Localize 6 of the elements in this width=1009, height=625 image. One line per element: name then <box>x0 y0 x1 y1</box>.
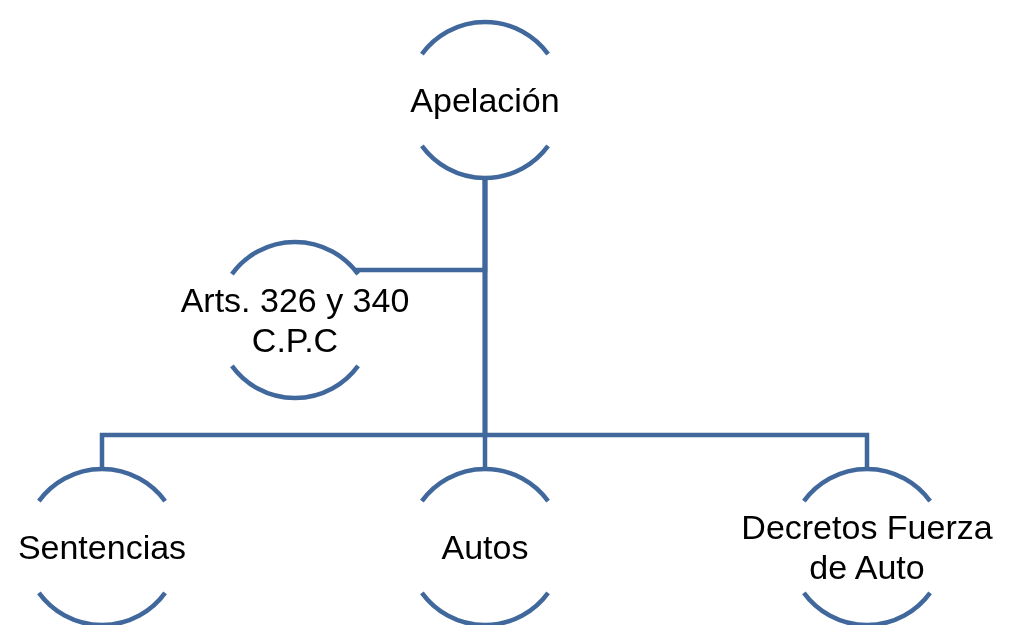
node-label: Sentencias <box>16 527 188 567</box>
connector-line <box>482 178 870 470</box>
node-label: Decretos Fuerza de Auto <box>740 507 994 587</box>
node-label: Arts. 326 y 340 C.P.C <box>179 280 411 360</box>
node-label: Autos <box>440 527 530 567</box>
node-label: Apelación <box>409 80 561 120</box>
